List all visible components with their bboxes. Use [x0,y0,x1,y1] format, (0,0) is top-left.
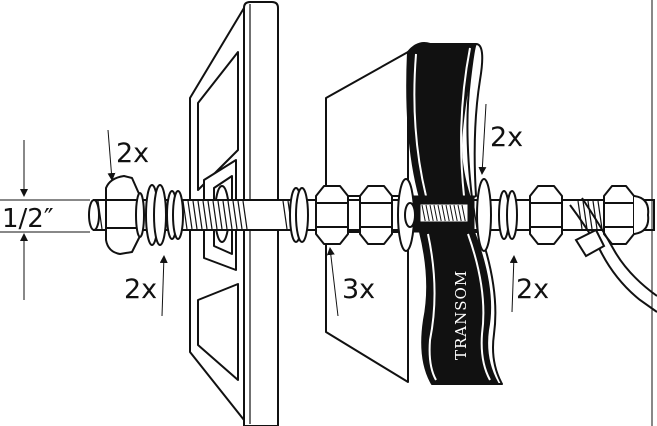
dimension-label: 1/2″ [2,204,54,234]
transom [325,42,503,385]
qty-nuts-center-label: 3x [342,274,375,305]
transom-label: TRANSOM [452,270,470,360]
washer-left-1 [145,184,167,246]
arrow-nuts-center [326,247,339,317]
washer-center-right [397,178,416,252]
lock-nut-left [105,175,145,255]
arrow-nut-left [107,129,116,181]
qty-nut-left-label: 2x [116,138,149,169]
hex-nut-center-1 [315,185,349,245]
arrow-washer-right-bottom [509,255,518,313]
qty-washer-left-label: 2x [124,274,157,305]
arrow-washer-left [159,255,168,317]
lock-nut-right [603,185,650,245]
dimension-marker [0,140,90,300]
arrow-washer-right-top [478,103,487,175]
washer-center-left [289,187,309,243]
callout-arrows [107,103,518,317]
hex-nut-center-2 [359,185,393,245]
cable [569,197,657,313]
qty-washer-right-bottom-label: 2x [516,274,549,305]
plate-window-top [197,51,239,191]
washer-right-1 [476,178,492,252]
hex-nut-right [529,185,563,245]
qty-washer-right-top-label: 2x [490,122,523,153]
plate-window-bottom [197,283,239,381]
washer-right-2 [498,190,518,240]
washer-left-2 [166,190,184,240]
